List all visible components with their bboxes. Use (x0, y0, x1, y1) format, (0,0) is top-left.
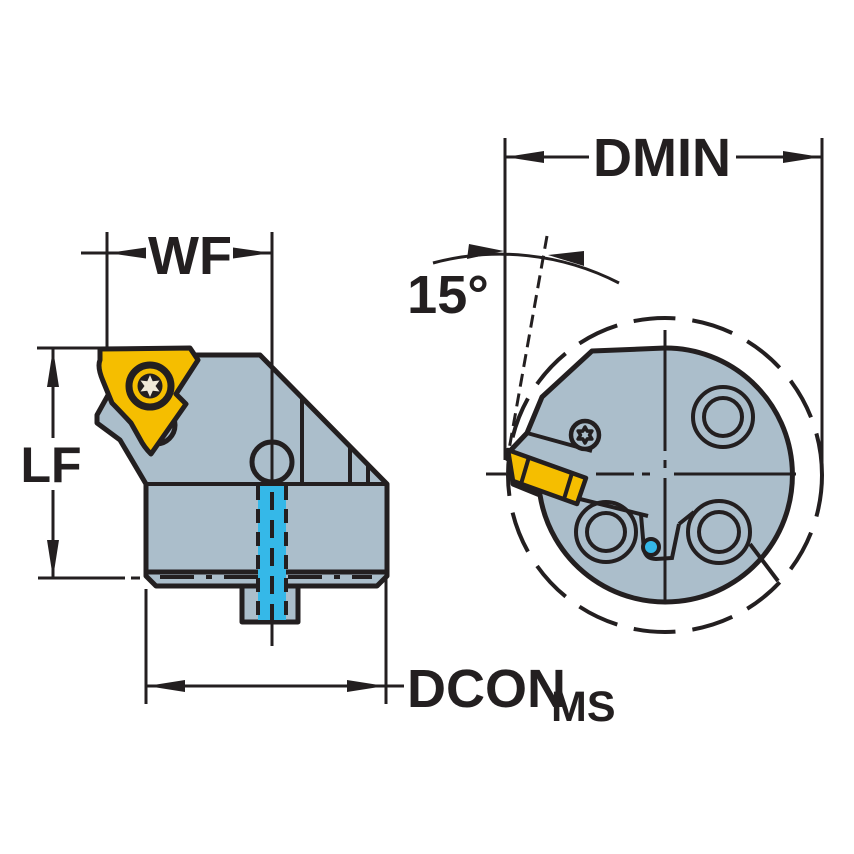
dmin-extension-lines (503, 138, 824, 473)
lf-arrow-bottom (47, 540, 59, 578)
lf-arrow-top (47, 349, 59, 387)
dmin-label: DMIN (593, 128, 731, 188)
dcon-arrow-left (147, 680, 185, 692)
dcon-arrow-right (347, 680, 385, 692)
chamfer-facet-lines (300, 398, 370, 484)
wf-label: WF (148, 226, 232, 286)
hole-top-right (691, 385, 755, 449)
torx-star-front-icon (576, 425, 594, 445)
torx-screw-front-icon (568, 418, 602, 452)
hole-bottom-right (686, 499, 752, 565)
dcon-label: DCON (407, 659, 566, 719)
wf-arrow-right (233, 247, 271, 259)
hole-to-rim-line (748, 542, 780, 583)
hole-bottom-left (574, 500, 638, 564)
angle-label: 15° (407, 265, 489, 325)
dmin-arrow-left (506, 151, 544, 163)
angle-arrow-right (548, 251, 584, 266)
angle-arrow-left (467, 244, 504, 259)
dcon-extension-lines (144, 574, 388, 704)
front-view-head (506, 345, 795, 605)
side-view (94, 345, 390, 646)
angle-reference-line-dashed (505, 235, 549, 462)
lf-label: LF (20, 437, 81, 493)
dimension-dmin: DMIN (503, 128, 824, 473)
front-view (486, 316, 824, 634)
insert-segment-lines (519, 456, 574, 500)
dcon-sub-label: MS (551, 683, 616, 731)
dmin-circle-dashed (506, 316, 824, 634)
dmin-arrow-right (783, 151, 821, 163)
angle-arc (432, 252, 620, 285)
dimension-dcon: DCON MS (144, 574, 616, 731)
torx-screw-icon (125, 361, 175, 411)
dimension-angle-15: 15° (407, 235, 620, 462)
torx-star-icon (140, 375, 160, 397)
coolant-outlet-dot (641, 537, 661, 557)
wf-arrow-left (108, 247, 146, 259)
dimension-lf: LF (20, 346, 140, 580)
dimension-wf: WF (81, 226, 274, 484)
pocket-edge-line (579, 497, 649, 518)
